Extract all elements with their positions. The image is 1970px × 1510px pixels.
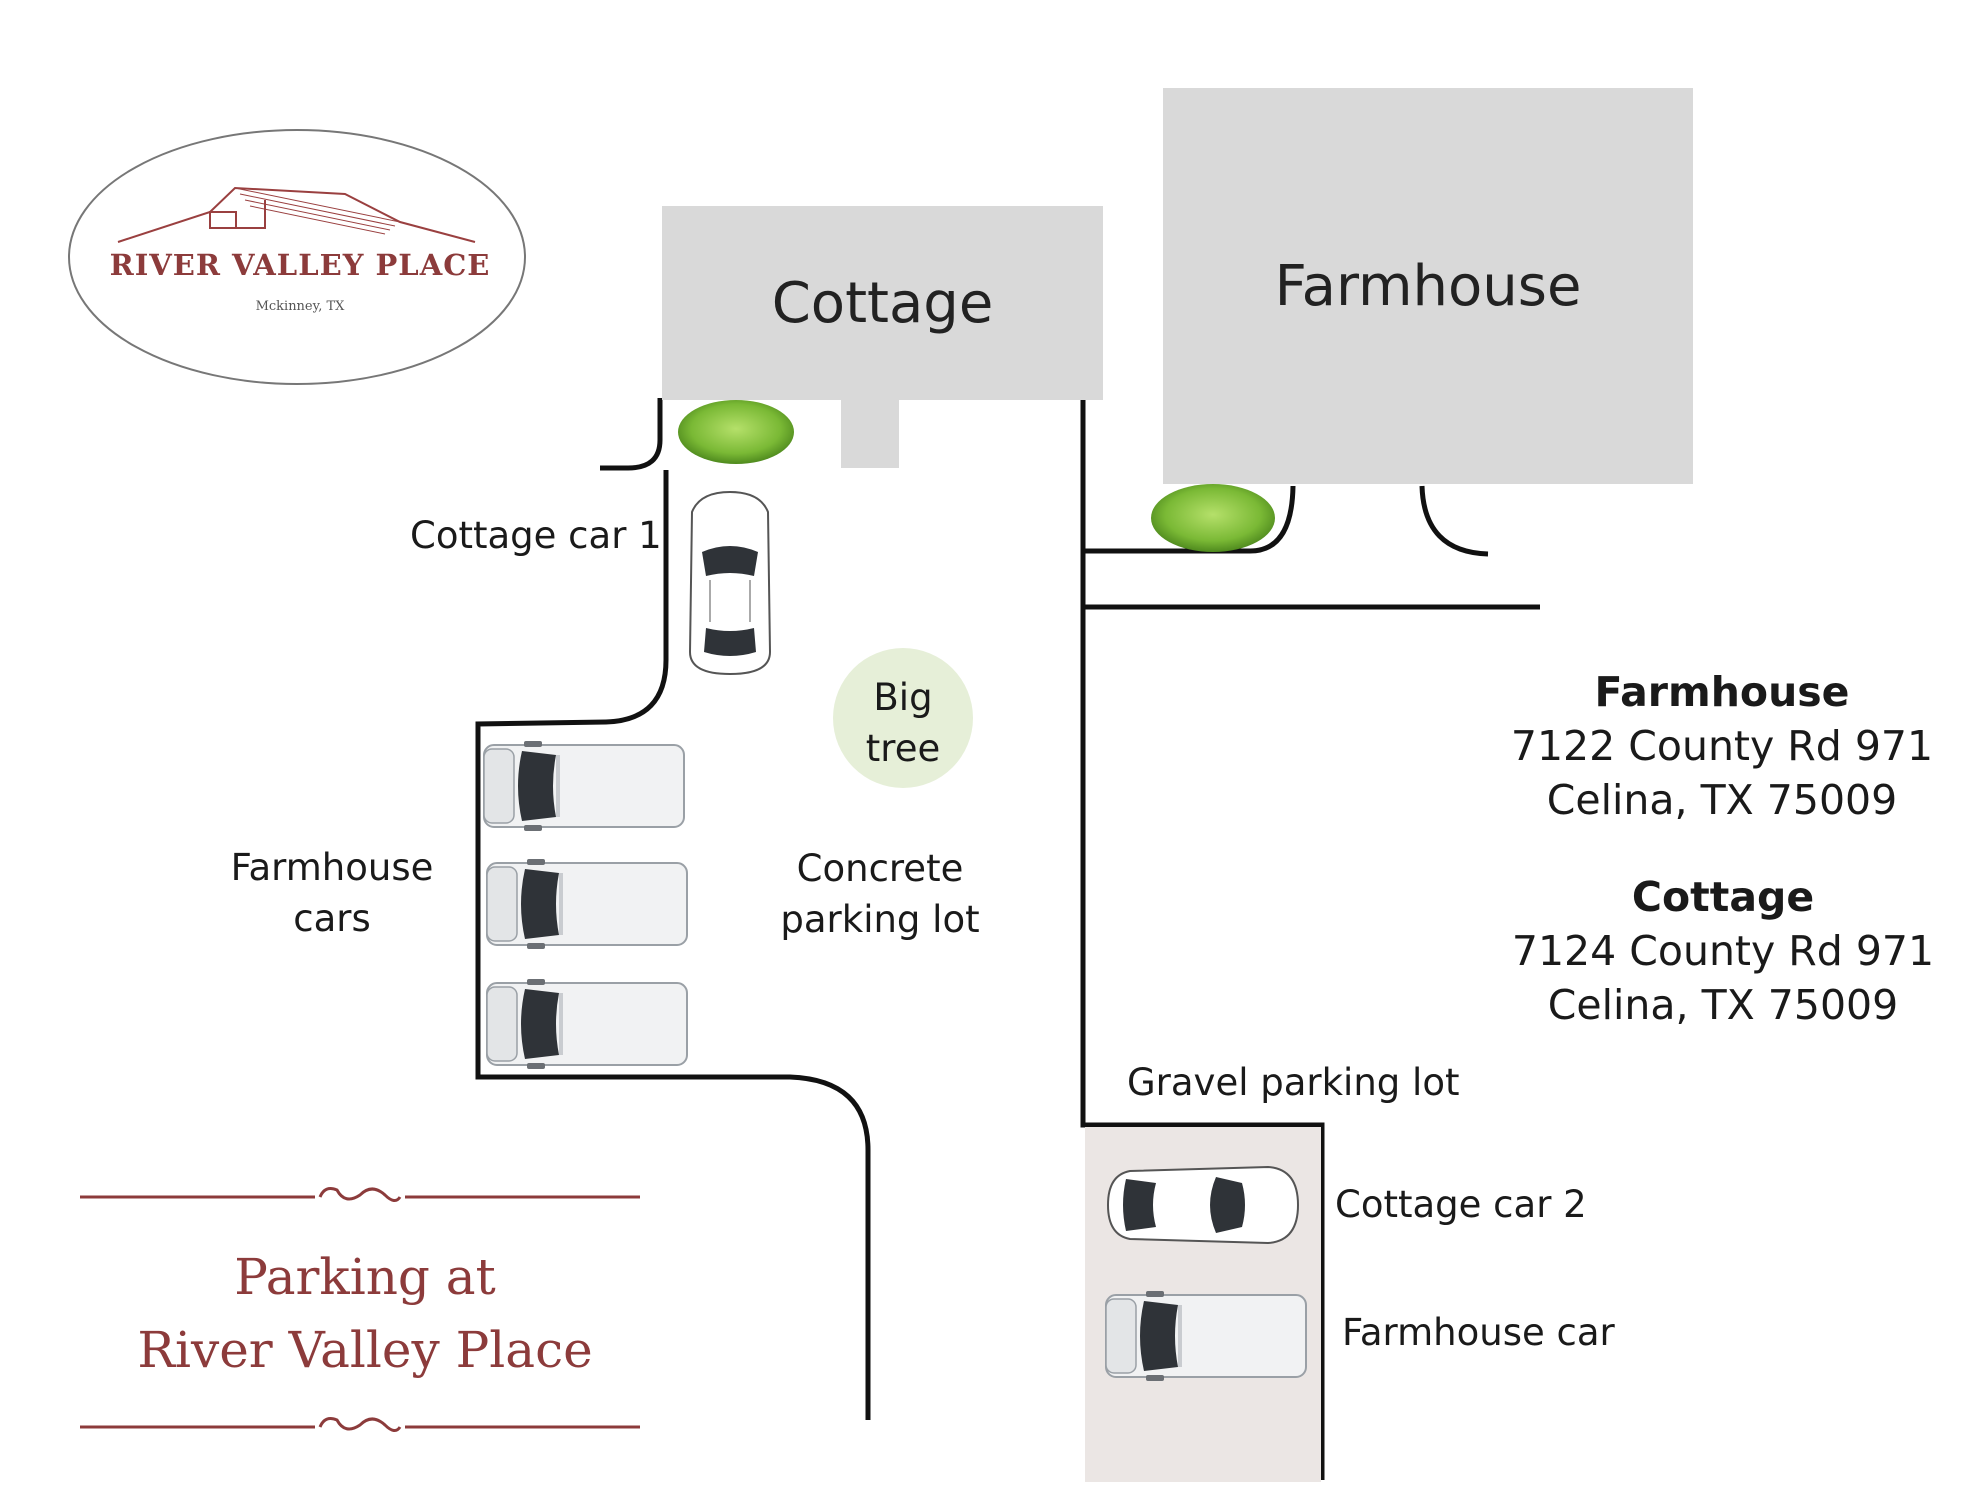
farmhouse-address-line1: 7122 County Rd 971 [1510, 722, 1934, 770]
big-tree [833, 648, 973, 788]
concrete-line2: parking lot [780, 898, 980, 941]
farmhouse-address-line2: Celina, TX 75009 [1546, 776, 1898, 824]
cottage-address-line2: Celina, TX 75009 [1547, 981, 1899, 1029]
road-curb-left-upper [600, 398, 663, 471]
cottage-porch [841, 400, 899, 468]
farmhouse-address-heading: Farmhouse [1594, 668, 1850, 716]
cottage-car-2-vehicle [1107, 1166, 1299, 1244]
road-curb-cottage [475, 470, 871, 1420]
concrete-lot-label: Concrete parking lot [760, 843, 1000, 945]
farmhouse-address: Farmhouse 7122 County Rd 971 Celina, TX … [1502, 665, 1942, 827]
farmhouse-van-2 [486, 858, 688, 950]
cottage-label: Cottage [771, 270, 994, 336]
farmhouse-van-3 [486, 978, 688, 1070]
title-ornament-top [80, 1187, 640, 1202]
cottage-car-2-label: Cottage car 2 [1335, 1183, 1587, 1226]
farmhouse-label: Farmhouse [1274, 253, 1582, 319]
big-tree-line1: Big [873, 676, 933, 719]
logo-oval [68, 129, 526, 385]
cottage-address-line1: 7124 County Rd 971 [1511, 927, 1935, 975]
big-tree-line2: tree [865, 727, 941, 770]
cottage-car-1-vehicle [689, 491, 771, 675]
farmhouse-van-1 [483, 740, 685, 832]
farmhouse-building: Farmhouse [1163, 88, 1693, 484]
farmhouse-car-vehicle [1105, 1290, 1307, 1382]
farmhouse-walk-curve [1419, 485, 1489, 557]
logo-name: RIVER VALLEY PLACE [109, 248, 491, 282]
cottage-building: Cottage [662, 206, 1103, 400]
cottage-address-heading: Cottage [1631, 873, 1815, 921]
road-farmhouse-drive [1083, 485, 1296, 554]
logo-location: Mckinney, TX [255, 299, 345, 314]
gravel-lot-label: Gravel parking lot [1127, 1061, 1460, 1104]
farmhouse-cars-label: Farmhouse cars [222, 842, 442, 944]
cottage-car-1-label: Cottage car 1 [410, 514, 662, 557]
big-tree-label: Big tree [833, 672, 973, 774]
page-title-line1: Parking at [234, 1248, 496, 1306]
farmhouse-cars-line1: Farmhouse [230, 846, 434, 889]
bush-farmhouse [1151, 484, 1275, 552]
concrete-line1: Concrete [796, 847, 964, 890]
bush-cottage [678, 400, 794, 464]
cottage-address: Cottage 7124 County Rd 971 Celina, TX 75… [1503, 870, 1943, 1032]
page-title-line2: River Valley Place [137, 1321, 593, 1379]
logo-barn-icon [117, 186, 476, 243]
farmhouse-car-label: Farmhouse car [1342, 1311, 1615, 1354]
farmhouse-cars-line2: cars [293, 897, 371, 940]
title-ornament-bottom [80, 1417, 640, 1432]
road-curb-right [1080, 398, 1325, 1480]
